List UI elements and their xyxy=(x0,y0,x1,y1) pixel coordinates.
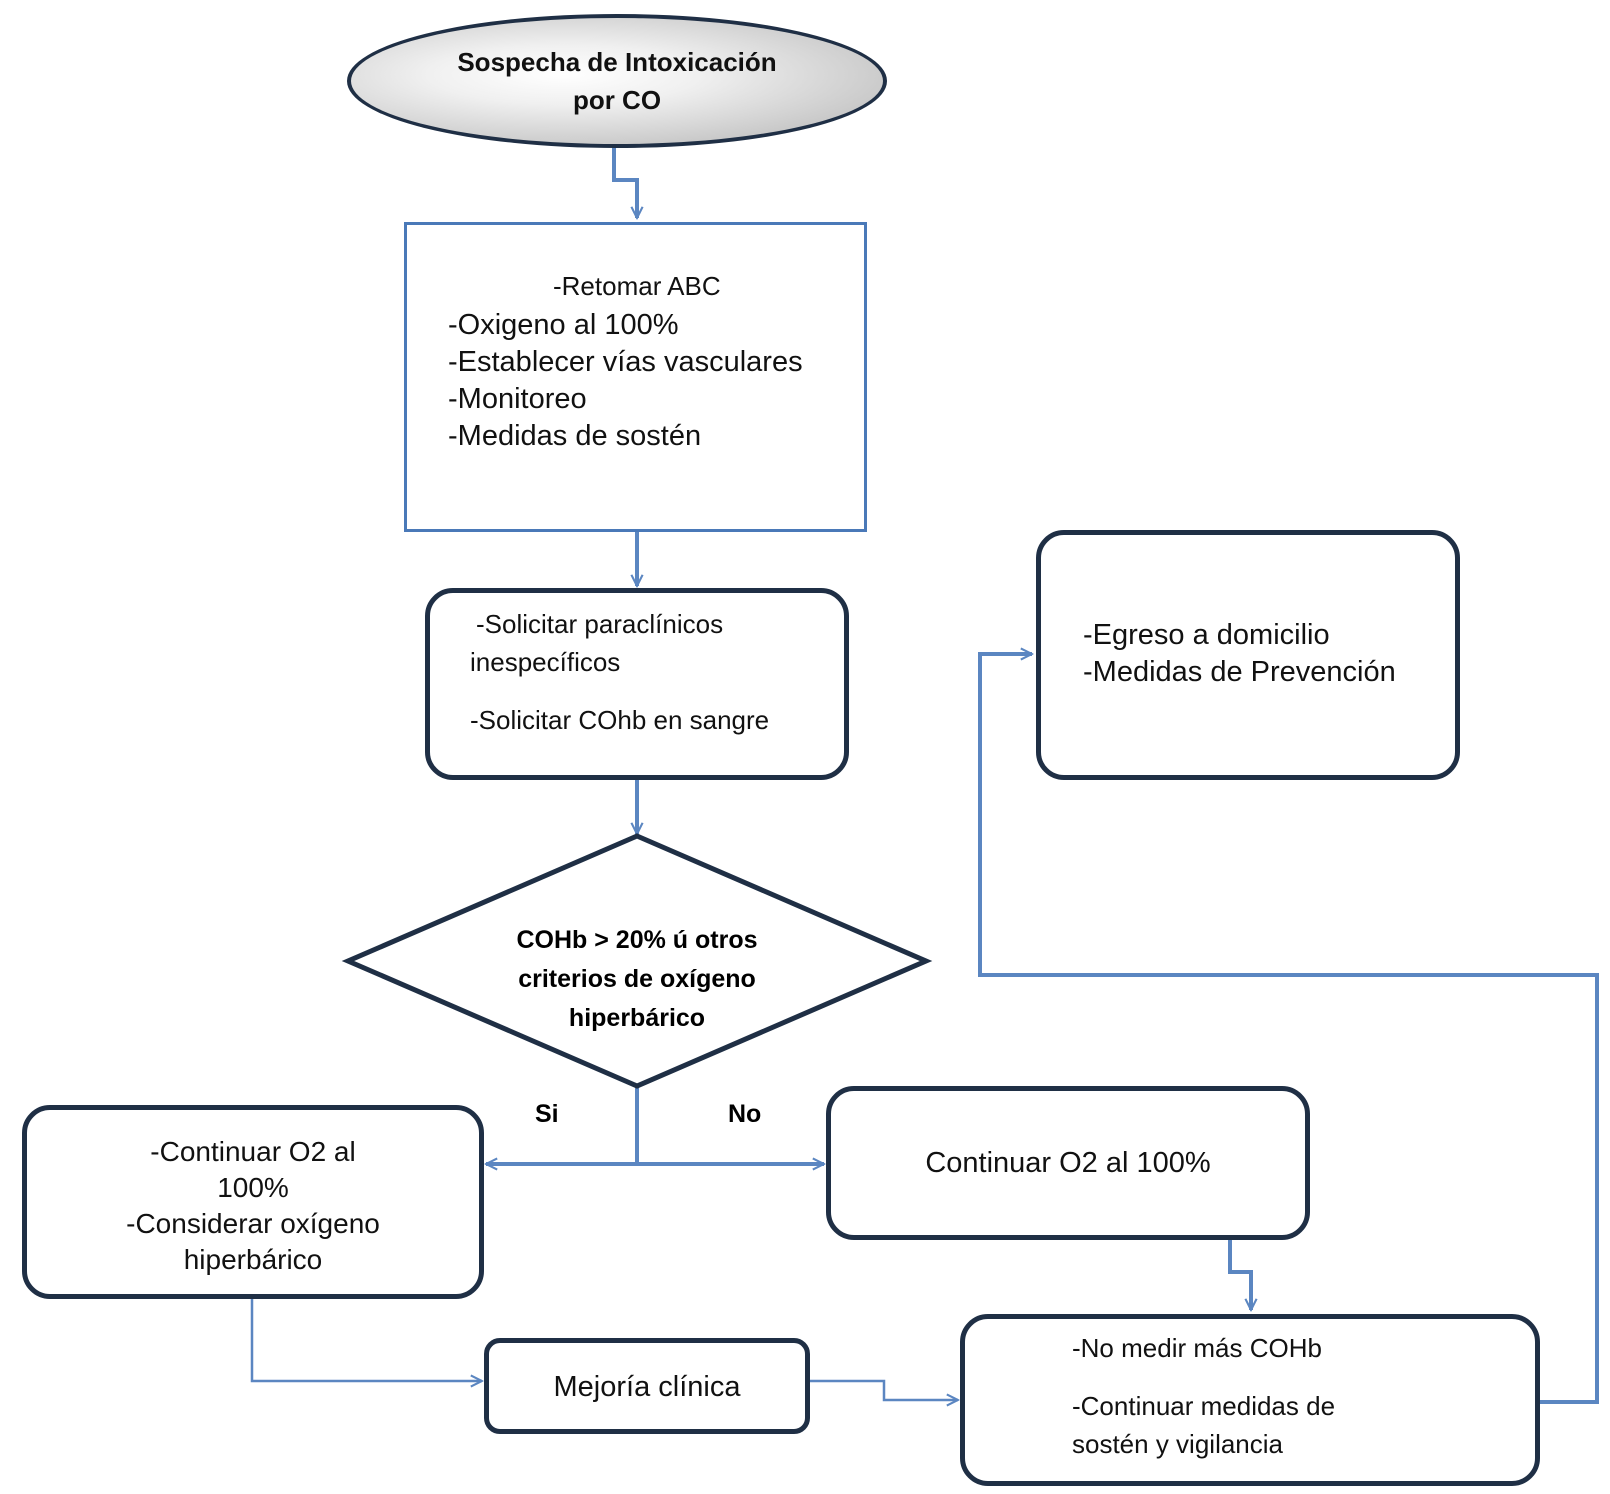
initial-line-3: -Monitoreo xyxy=(448,383,587,415)
labs-box: -Solicitar paraclínicos inespecíficos -S… xyxy=(425,588,849,780)
branch-no-label: No xyxy=(728,1100,762,1128)
no-branch-box: Continuar O2 al 100% xyxy=(826,1086,1310,1240)
improvement-line-1: Mejoría clínica xyxy=(553,1371,741,1403)
branch-yes-label: Si xyxy=(535,1100,559,1128)
decision-diamond xyxy=(341,833,933,1089)
labs-line-2: inespecíficos xyxy=(470,647,621,677)
labs-line-1: -Solicitar paraclínicos xyxy=(476,609,724,639)
initial-measures-box: -Retomar ABC -Oxigeno al 100% -Establece… xyxy=(404,222,867,532)
yes-line-1: -Continuar O2 al xyxy=(150,1136,356,1167)
followup-line-2: -Continuar medidas de xyxy=(1072,1391,1336,1421)
discharge-line-1: -Egreso a domicilio xyxy=(1083,619,1330,651)
followup-line-3: sostén y vigilancia xyxy=(1072,1429,1283,1459)
start-line-2: por CO xyxy=(572,85,662,115)
initial-line-2: -Establecer vías vasculares xyxy=(448,346,803,378)
followup-line-1: -No medir más COHb xyxy=(1072,1333,1322,1363)
yes-line-4: hiperbárico xyxy=(183,1244,323,1275)
discharge-box: -Egreso a domicilio -Medidas de Prevenci… xyxy=(1036,530,1460,780)
labs-line-3: -Solicitar COhb en sangre xyxy=(470,705,770,735)
initial-abc-line: -Retomar ABC xyxy=(553,271,721,301)
discharge-line-2: -Medidas de Prevención xyxy=(1083,656,1396,688)
start-line-1: Sospecha de Intoxicación xyxy=(457,47,777,77)
yes-line-2: 100% xyxy=(217,1172,289,1203)
start-node: Sospecha de Intoxicación por CO xyxy=(347,14,887,148)
connector-start-to-initial xyxy=(612,146,637,218)
connector-followup-to-discharge xyxy=(978,654,1599,1404)
yes-line-3: -Considerar oxígeno xyxy=(126,1208,380,1239)
initial-line-1: -Oxigeno al 100% xyxy=(448,309,679,341)
connector-no-to-followup xyxy=(1228,1240,1251,1310)
improvement-box: Mejoría clínica xyxy=(484,1338,810,1434)
decision-line-3: hiperbárico xyxy=(568,1004,706,1032)
initial-line-4: -Medidas de sostén xyxy=(448,420,702,452)
yes-branch-box: -Continuar O2 al 100% -Considerar oxígen… xyxy=(22,1105,484,1299)
followup-box: -No medir más COHb -Continuar medidas de… xyxy=(960,1314,1540,1486)
decision-line-2: criterios de oxígeno xyxy=(518,965,756,993)
connector-yes-to-improvement xyxy=(250,1296,482,1381)
no-line-1: Continuar O2 al 100% xyxy=(925,1147,1211,1179)
connector-improvement-to-followup xyxy=(810,1379,958,1400)
decision-line-1: COHb > 20% ú otros xyxy=(516,926,758,954)
